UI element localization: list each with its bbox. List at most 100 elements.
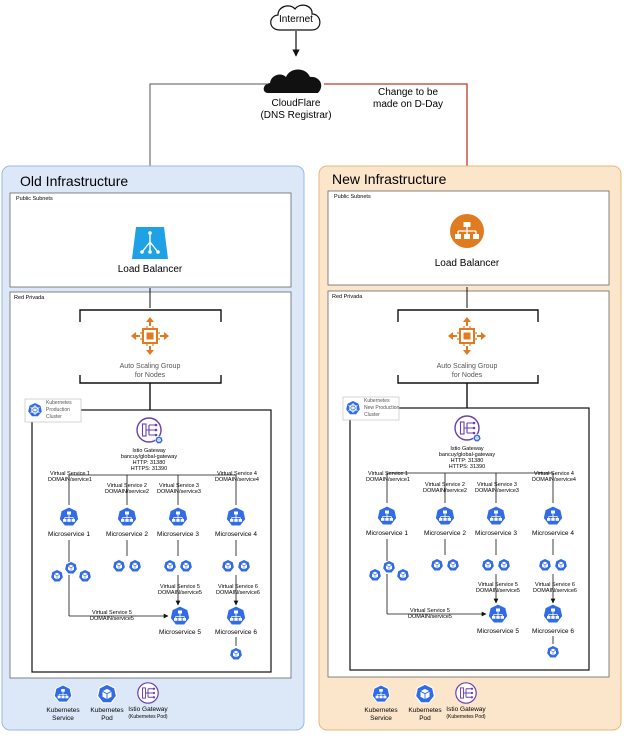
old-legend-gateway-icon — [137, 682, 159, 704]
change-note-line1: Change to be — [378, 87, 438, 98]
old-legend-service-label-1: Kubernetes — [46, 707, 80, 714]
new-asg-sublabel: for Nodes — [452, 372, 483, 379]
new-legend-gateway-icon — [455, 682, 477, 704]
old-asg-label: Auto Scaling Group — [120, 363, 181, 370]
new-ms3-service-icon — [485, 505, 507, 526]
old-vs5-left-label-2: DOMAIN/service5 — [90, 616, 134, 622]
new-public-subnets-label: Public Subnets — [334, 194, 371, 200]
new-asg-bracket-top — [397, 309, 539, 322]
old-ms6-service-icon — [225, 605, 247, 626]
old-vs4-label-2: DOMAIN/service4 — [215, 477, 259, 483]
old-load-balancer-label: Load Balancer — [118, 264, 183, 275]
old-legend-pod-label-2: Pod — [101, 715, 113, 722]
old-ms4-service-icon — [225, 506, 247, 527]
old-gateway-fanout — [68, 474, 237, 505]
old-legend-service-icon — [53, 684, 73, 703]
new-vs5-left-label-1: Virtual Service 5 — [410, 608, 450, 614]
new-load-balancer-icon — [450, 214, 484, 248]
new-ms3-pod-2-icon — [497, 558, 511, 572]
change-note-line2: made on D-Day — [373, 99, 443, 110]
old-infrastructure-panel: Old Infrastructure Public Subnets Load B… — [1, 165, 305, 731]
old-istio-label-4: HTTPS: 31390 — [131, 466, 167, 472]
new-vs4-label-2: DOMAIN/service4 — [532, 477, 576, 483]
old-ms1-label: Microservice 1 — [48, 531, 90, 538]
new-ms1-pod-1-icon — [368, 568, 382, 582]
old-istio-label-2: bancuy/global-gateway — [121, 454, 178, 460]
new-ms6-pod-icon — [546, 645, 560, 659]
old-legend-gateway-label-2: (Kubernetes Pod) — [128, 714, 168, 720]
old-ms4-pod-1-icon — [221, 559, 235, 573]
old-infra-title: Old Infrastructure — [20, 173, 128, 189]
old-legend-gateway-label-1: Istio Gateway — [128, 706, 168, 713]
new-ms1-pod-2-icon — [382, 560, 396, 574]
new-ms1-pod-3-icon — [396, 568, 410, 582]
old-vs5-right-label-1: Virtual Service 5 — [160, 584, 200, 590]
new-legend-pod-icon — [414, 683, 436, 704]
new-legend-gateway-label-2: (Kubernetes Pod) — [446, 714, 486, 720]
old-cluster-label-3: Cluster — [46, 414, 62, 420]
new-vs2-label-2: DOMAIN/service2 — [423, 488, 467, 494]
new-ms4-pod-1-icon — [538, 558, 552, 572]
old-asg-sublabel: for Nodes — [135, 372, 166, 379]
new-istio-label-4: HTTPS: 31390 — [449, 464, 485, 470]
old-ms5-service-icon — [169, 605, 191, 626]
old-ms4-label: Microservice 4 — [215, 531, 257, 538]
new-gateway-fanout — [386, 472, 554, 503]
new-vs3-label-1: Virtual Service 3 — [477, 482, 517, 488]
new-cluster-label-1: Kubernetes — [364, 398, 390, 404]
old-vs6-label-2: DOMAIN/service6 — [216, 590, 260, 596]
new-legend-pod-label-2: Pod — [419, 715, 431, 722]
old-ms2-label: Microservice 2 — [106, 531, 148, 538]
new-ms6-label: Microservice 6 — [532, 628, 574, 635]
internet-cloud: Internet — [270, 4, 321, 31]
old-cluster-label-1: Kubernetes — [46, 400, 72, 406]
new-ms3-pod-1-icon — [481, 558, 495, 572]
old-legend-service-label-2: Service — [52, 715, 74, 722]
new-asg-bracket-bottom — [397, 375, 539, 384]
new-ms4-service-icon — [542, 505, 564, 526]
new-vs6-label-1: Virtual Service 6 — [535, 582, 575, 588]
internet-label: Internet — [279, 14, 313, 25]
old-vs5-left-label-1: Virtual Service 5 — [92, 610, 132, 616]
new-ms2-service-icon — [434, 505, 456, 526]
old-vs3-label-2: DOMAIN/service3 — [157, 489, 201, 495]
old-ms1-pod-1-icon — [50, 569, 64, 583]
cloudflare-label: CloudFlare — [272, 98, 321, 109]
old-red-privada-label: Red Privada — [14, 295, 45, 301]
new-infra-title: New Infrastructure — [332, 171, 447, 187]
old-legend-pod-label-1: Kubernetes — [90, 707, 124, 714]
old-load-balancer-icon — [132, 227, 168, 259]
old-vs4-label-1: Virtual Service 4 — [217, 471, 257, 477]
new-ms4-label: Microservice 4 — [532, 530, 574, 537]
new-legend-service-icon — [371, 684, 391, 703]
new-ms5-label: Microservice 5 — [477, 628, 519, 635]
old-cluster-badge — [24, 398, 82, 423]
new-istio-pod-badge-icon — [472, 433, 482, 442]
new-vs3-label-2: DOMAIN/service3 — [475, 488, 519, 494]
old-ms2-service-icon — [116, 506, 138, 527]
new-legend-service-label-2: Service — [370, 715, 392, 722]
old-public-subnets-label: Public Subnets — [16, 196, 53, 202]
new-ms1-service-icon — [376, 505, 398, 526]
new-asg-label: Auto Scaling Group — [437, 363, 498, 370]
old-ms3-service-icon — [167, 506, 189, 527]
new-ms2-pod-2-icon — [446, 558, 460, 572]
new-vs4-label-1: Virtual Service 4 — [534, 471, 574, 477]
new-vs5-left-label-2: DOMAIN/service5 — [408, 614, 452, 620]
new-legend-pod-label-1: Kubernetes — [408, 707, 442, 714]
cloudflare-sublabel: (DNS Registrar) — [260, 110, 331, 121]
old-ms3-label: Microservice 3 — [157, 531, 199, 538]
new-cluster-label-2: New Production — [364, 405, 400, 411]
old-ms1-pod-2-icon — [64, 561, 78, 575]
old-vs1-label-2: DOMAIN/service1 — [48, 477, 92, 483]
new-istio-label-2: bancuy/global-gateway — [439, 452, 496, 458]
old-cluster-label-2: Production — [46, 407, 70, 413]
old-vs5-right-label-2: DOMAIN/service5 — [158, 590, 202, 596]
old-legend-pod-icon — [96, 683, 118, 704]
new-load-balancer-label: Load Balancer — [435, 258, 500, 269]
new-vs5-right-label-2: DOMAIN/service5 — [476, 588, 520, 594]
new-legend-service-label-1: Kubernetes — [364, 707, 398, 714]
new-ms5-service-icon — [487, 603, 509, 624]
old-ms6-pod-icon — [229, 647, 243, 661]
